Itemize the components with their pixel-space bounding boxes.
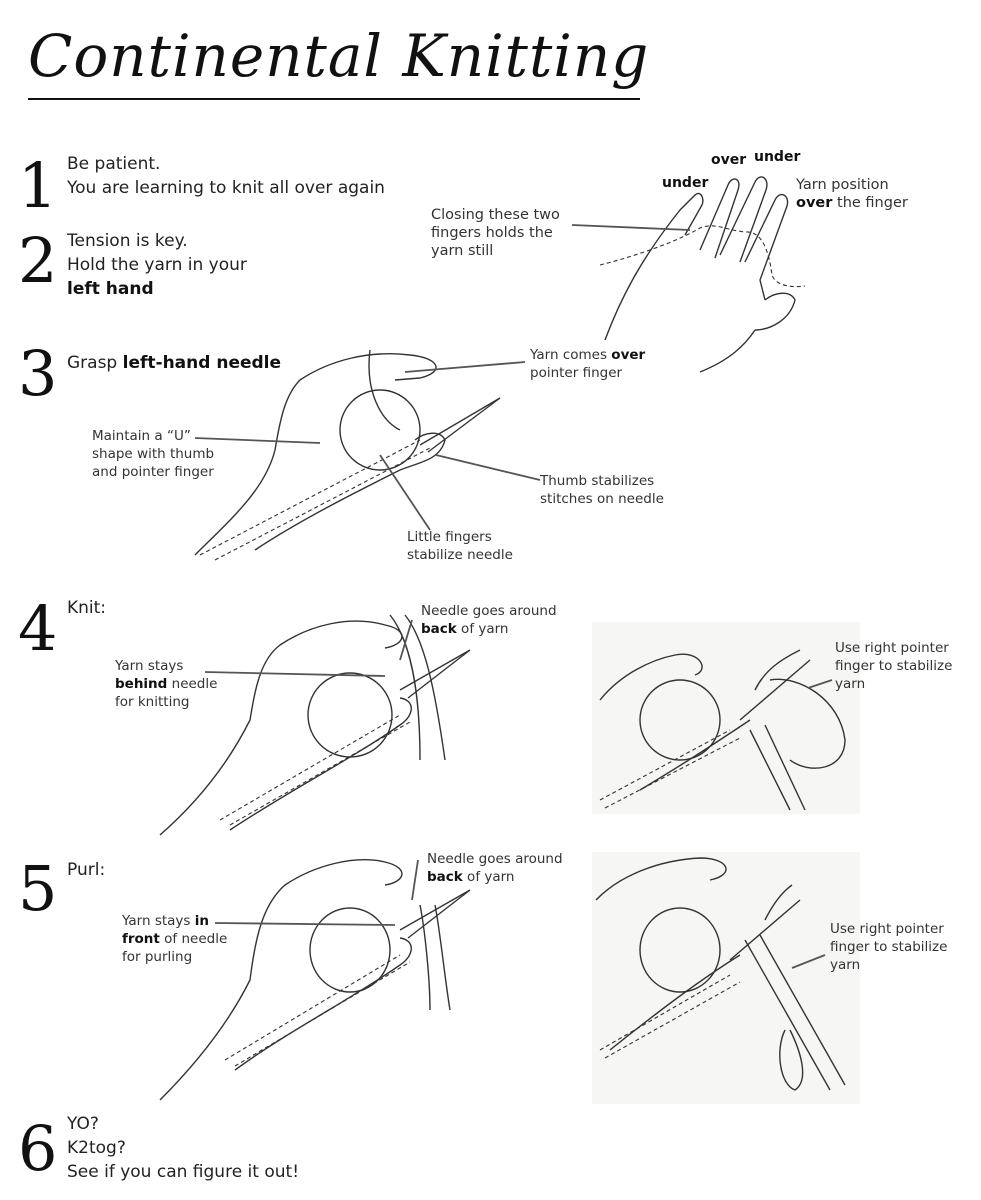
step-1-line: You are learning to knit all over again xyxy=(67,178,385,198)
label-under-right: under xyxy=(754,148,800,166)
label-maintain-u: Maintain a “U” shape with thumb and poin… xyxy=(92,427,214,481)
label-line: Closing these two xyxy=(431,207,560,223)
step-2-line: Tension is key. xyxy=(67,231,188,251)
grasp-needle-drawing xyxy=(194,349,541,561)
label-bold: over xyxy=(611,347,646,363)
label-line: fingers holds the xyxy=(431,225,553,241)
label-bold: behind xyxy=(115,676,168,692)
step-number-4: 4 xyxy=(18,592,58,665)
label-line: Yarn stays xyxy=(122,913,195,929)
label-line: Needle goes around xyxy=(421,603,557,619)
step-1-text: Be patient. You are learning to knit all… xyxy=(67,152,385,200)
under-text: under xyxy=(754,149,801,165)
label-line: pointer finger xyxy=(530,365,623,381)
step-2-line: Hold the yarn in your xyxy=(67,255,247,275)
label-bold: in xyxy=(194,913,209,929)
step-6-line: K2tog? xyxy=(67,1138,126,1158)
label-purl-needle-around: Needle goes around back of yarn xyxy=(427,850,563,886)
label-line: needle xyxy=(167,676,218,692)
hand-yarn-position-drawing xyxy=(571,176,806,373)
label-line: for purling xyxy=(122,949,193,965)
label-thumb-stabilizes: Thumb stabilizes stitches on needle xyxy=(540,472,664,508)
label-line: for knitting xyxy=(115,694,190,710)
step-5-text: Purl: xyxy=(67,860,106,880)
label-closing-fingers: Closing these two fingers holds the yarn… xyxy=(431,206,560,260)
label-line: stitches on needle xyxy=(540,491,664,507)
label-yarn-behind: Yarn stays behind needle for knitting xyxy=(115,657,217,711)
step-6-line: See if you can figure it out! xyxy=(67,1162,300,1182)
step-6-line: YO? xyxy=(67,1114,99,1134)
label-knit-needle-around: Needle goes around back of yarn xyxy=(421,602,557,638)
purl-right-hand-photo xyxy=(592,852,860,1104)
label-line: yarn xyxy=(835,676,866,692)
knit-left-hand-drawing xyxy=(159,614,471,836)
knit-right-hand-photo xyxy=(592,622,860,814)
title-underline xyxy=(28,98,640,100)
label-line: yarn xyxy=(830,957,861,973)
label-yarn-position: Yarn position over the finger xyxy=(796,176,908,212)
label-bold: over xyxy=(796,195,833,211)
step-number-5: 5 xyxy=(18,852,58,925)
label-little-fingers: Little fingers stabilize needle xyxy=(407,528,513,564)
step-1-line: Be patient. xyxy=(67,154,161,174)
label-line: Yarn stays xyxy=(115,658,184,674)
label-line: Thumb stabilizes xyxy=(540,473,655,489)
purl-left-hand-drawing xyxy=(159,859,471,1101)
label-yarn-comes-over: Yarn comes over pointer finger xyxy=(530,346,645,382)
under-text: under xyxy=(662,175,709,191)
label-line: of yarn xyxy=(456,621,509,637)
label-line: the finger xyxy=(832,195,908,211)
label-line: and pointer finger xyxy=(92,464,214,480)
label-under-left: under xyxy=(662,174,708,192)
step-number-2: 2 xyxy=(18,224,58,297)
label-line: Maintain a “U” xyxy=(92,428,191,444)
step-number-3: 3 xyxy=(18,337,58,410)
label-bold: back xyxy=(427,869,463,885)
label-line: stabilize needle xyxy=(407,547,513,563)
step-6-text: YO? K2tog? See if you can figure it out! xyxy=(67,1112,299,1184)
label-line: shape with thumb xyxy=(92,446,215,462)
label-knit-right-pointer: Use right pointer finger to stabilize ya… xyxy=(835,639,952,693)
label-line: Little fingers xyxy=(407,529,492,545)
label-bold: front xyxy=(122,931,160,947)
step-4-text: Knit: xyxy=(67,598,107,618)
knit-right-hand-drawing xyxy=(599,649,846,811)
label-line: Needle goes around xyxy=(427,851,563,867)
label-purl-right-pointer: Use right pointer finger to stabilize ya… xyxy=(830,920,947,974)
label-yarn-in-front: Yarn stays in front of needle for purlin… xyxy=(122,912,227,966)
step-3-text: Grasp left-hand needle xyxy=(67,351,281,375)
step-3-plain: Grasp xyxy=(67,353,123,373)
label-line: Yarn position xyxy=(796,177,889,193)
label-bold: back xyxy=(421,621,457,637)
over-text: over xyxy=(711,152,747,168)
step-2-bold: left hand xyxy=(67,279,154,299)
label-over: over xyxy=(711,151,746,169)
purl-right-hand-drawing xyxy=(595,857,846,1091)
step-number-6: 6 xyxy=(18,1112,58,1185)
label-line: yarn still xyxy=(431,243,494,259)
step-number-1: 1 xyxy=(18,149,58,222)
step-3-bold: left-hand needle xyxy=(122,353,282,373)
label-line: Use right pointer xyxy=(830,921,944,937)
label-line: of yarn xyxy=(462,869,515,885)
label-line: finger to stabilize xyxy=(830,939,948,955)
label-line: Use right pointer xyxy=(835,640,949,656)
page-title: Continental Knitting xyxy=(28,22,650,90)
label-line: finger to stabilize xyxy=(835,658,953,674)
label-line: of needle xyxy=(159,931,228,947)
step-2-text: Tension is key. Hold the yarn in your le… xyxy=(67,229,247,301)
label-line: Yarn comes xyxy=(530,347,612,363)
